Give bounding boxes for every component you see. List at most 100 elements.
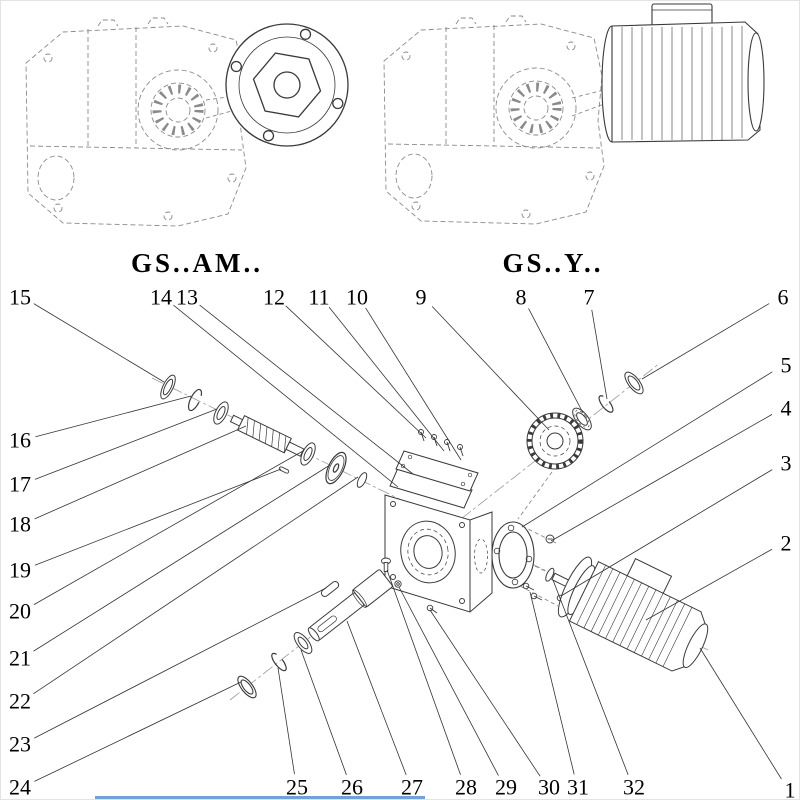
leader-line-21 <box>33 464 331 652</box>
leader-line-11 <box>328 306 445 452</box>
flange-bolt-hole <box>299 28 312 40</box>
callout-number-9: 9 <box>416 285 427 310</box>
flange-bolt-hole <box>332 97 344 110</box>
callout-number-11: 11 <box>308 285 329 310</box>
callout-number-16: 16 <box>9 428 31 453</box>
part-seal-6 <box>624 371 644 395</box>
callout-number-20: 20 <box>9 599 31 624</box>
gearbox-ghost-right <box>384 16 604 224</box>
callout-number-22: 22 <box>9 689 31 714</box>
leader-line-9 <box>431 306 550 431</box>
part-vent-28 <box>381 557 391 572</box>
part-bearing-26 <box>293 632 313 654</box>
flange-drawing <box>225 23 349 147</box>
callout-number-30: 30 <box>538 775 560 800</box>
model-label-right: GS..Y.. <box>502 248 603 278</box>
callout-number-18: 18 <box>9 512 31 537</box>
callout-number-8: 8 <box>516 285 527 310</box>
part-plug-29 <box>394 580 402 588</box>
leader-line-24 <box>34 681 242 782</box>
callout-number-26: 26 <box>341 775 363 800</box>
callout-number-2: 2 <box>781 531 792 556</box>
callout-number-29: 29 <box>495 775 517 800</box>
motor-fins <box>621 26 743 140</box>
leader-line-4 <box>550 414 773 542</box>
part-gear-9 <box>526 412 584 470</box>
part-key-23 <box>320 580 340 598</box>
callout-number-32: 32 <box>623 775 645 800</box>
leader-line-31 <box>529 591 575 775</box>
assembly-guides <box>496 471 561 607</box>
part-seal-24 <box>237 675 257 699</box>
callout-number-1: 1 <box>785 778 796 800</box>
part-pin-19 <box>278 466 290 474</box>
part-bolt-30 <box>426 604 438 614</box>
callout-number-4: 4 <box>781 396 792 421</box>
leader-line-23 <box>34 587 327 739</box>
leader-line-6 <box>641 303 770 380</box>
callout-number-27: 27 <box>401 775 423 800</box>
flange-bolt-hole <box>230 60 242 73</box>
callout-number-23: 23 <box>9 732 31 757</box>
view-gs-y: GS..Y.. <box>384 3 765 278</box>
housing-output-bore <box>400 520 456 584</box>
part-bearing-20 <box>300 442 316 466</box>
callout-number-25: 25 <box>286 775 308 800</box>
callout-number-24: 24 <box>9 775 31 800</box>
callout-number-17: 17 <box>9 472 31 497</box>
leader-line-13 <box>199 304 414 475</box>
leader-line-3 <box>560 469 773 597</box>
leader-line-2 <box>645 548 773 621</box>
leader-line-20 <box>33 450 304 605</box>
part-circlip-25 <box>271 652 287 672</box>
flange-hexagon <box>252 52 322 118</box>
input-shaft-ghost-right <box>571 89 605 117</box>
part-seal-15 <box>160 374 176 400</box>
motor-fins-exploded <box>576 565 693 667</box>
callout-number-31: 31 <box>567 775 589 800</box>
housing-input-bore <box>474 538 488 574</box>
callout-number-13: 13 <box>176 285 198 310</box>
part-bearing-17 <box>213 401 229 425</box>
leader-line-25 <box>277 667 295 775</box>
leader-line-8 <box>528 308 584 414</box>
part-adapter-flange-5 <box>491 521 535 589</box>
leader-line-17 <box>34 408 218 480</box>
part-circlip-7 <box>598 395 614 413</box>
part-washer-21 <box>325 451 347 485</box>
callout-number-19: 19 <box>9 558 31 583</box>
leader-line-10 <box>365 307 462 461</box>
part-ring-22 <box>356 472 368 488</box>
callout-number-5: 5 <box>781 353 792 378</box>
callout-number-10: 10 <box>346 285 368 310</box>
flange-bolt-hole <box>262 130 275 142</box>
leader-line-28 <box>386 569 461 775</box>
callout-number-21: 21 <box>9 646 31 671</box>
leader-line-32 <box>552 579 629 776</box>
part-plug-4 <box>545 534 555 544</box>
part-housing <box>384 494 493 613</box>
motor-end-cap <box>747 32 765 132</box>
bottom-edge-artifact <box>95 796 425 799</box>
leader-line-16 <box>35 395 192 438</box>
part-bolts-31 <box>522 582 543 601</box>
leader-line-12 <box>285 305 427 439</box>
callout-number-12: 12 <box>263 285 285 310</box>
callout-number-15: 15 <box>9 285 31 310</box>
leader-line-5 <box>521 371 773 528</box>
callout-number-28: 28 <box>455 775 477 800</box>
leader-line-14 <box>173 304 399 488</box>
leader-line-30 <box>429 609 541 777</box>
part-worm-shaft-18 <box>229 414 310 459</box>
model-label-left: GS..AM.. <box>131 248 263 278</box>
part-output-shaft-27 <box>307 569 393 642</box>
gearbox-ghost-left <box>26 18 246 226</box>
leader-line-26 <box>300 649 347 775</box>
callout-number-14: 14 <box>150 285 172 310</box>
part-circlip-16 <box>187 388 203 412</box>
leader-line-27 <box>346 620 407 776</box>
motor-drawing <box>601 3 765 143</box>
part-pinion-32 <box>545 567 555 582</box>
